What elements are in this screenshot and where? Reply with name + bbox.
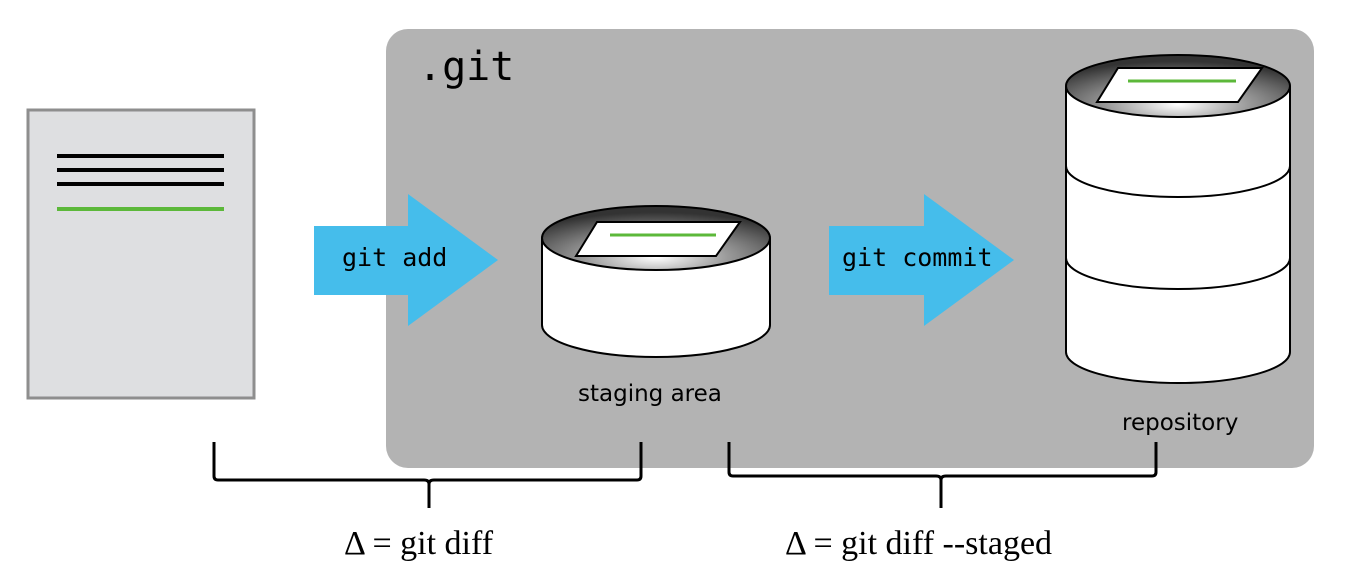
repository-label: repository bbox=[1122, 410, 1238, 436]
git-diff-staged-label: Δ = git diff --staged bbox=[785, 525, 1052, 562]
git-directory-title: .git bbox=[418, 44, 514, 90]
git-diff-staged-brace bbox=[727, 442, 1158, 508]
git-commit-label: git commit bbox=[842, 243, 993, 272]
git-add-arrow: git add bbox=[314, 194, 498, 326]
git-diff-label: Δ = git diff bbox=[344, 525, 494, 562]
git-commit-arrow: git commit bbox=[829, 194, 1014, 326]
working-file-icon bbox=[26, 108, 256, 400]
staging-area-cylinder bbox=[541, 205, 771, 358]
repository-cylinder bbox=[1065, 54, 1291, 384]
git-add-label: git add bbox=[342, 243, 447, 272]
git-diff-brace bbox=[212, 442, 643, 508]
staging-area-label: staging area bbox=[578, 381, 722, 407]
